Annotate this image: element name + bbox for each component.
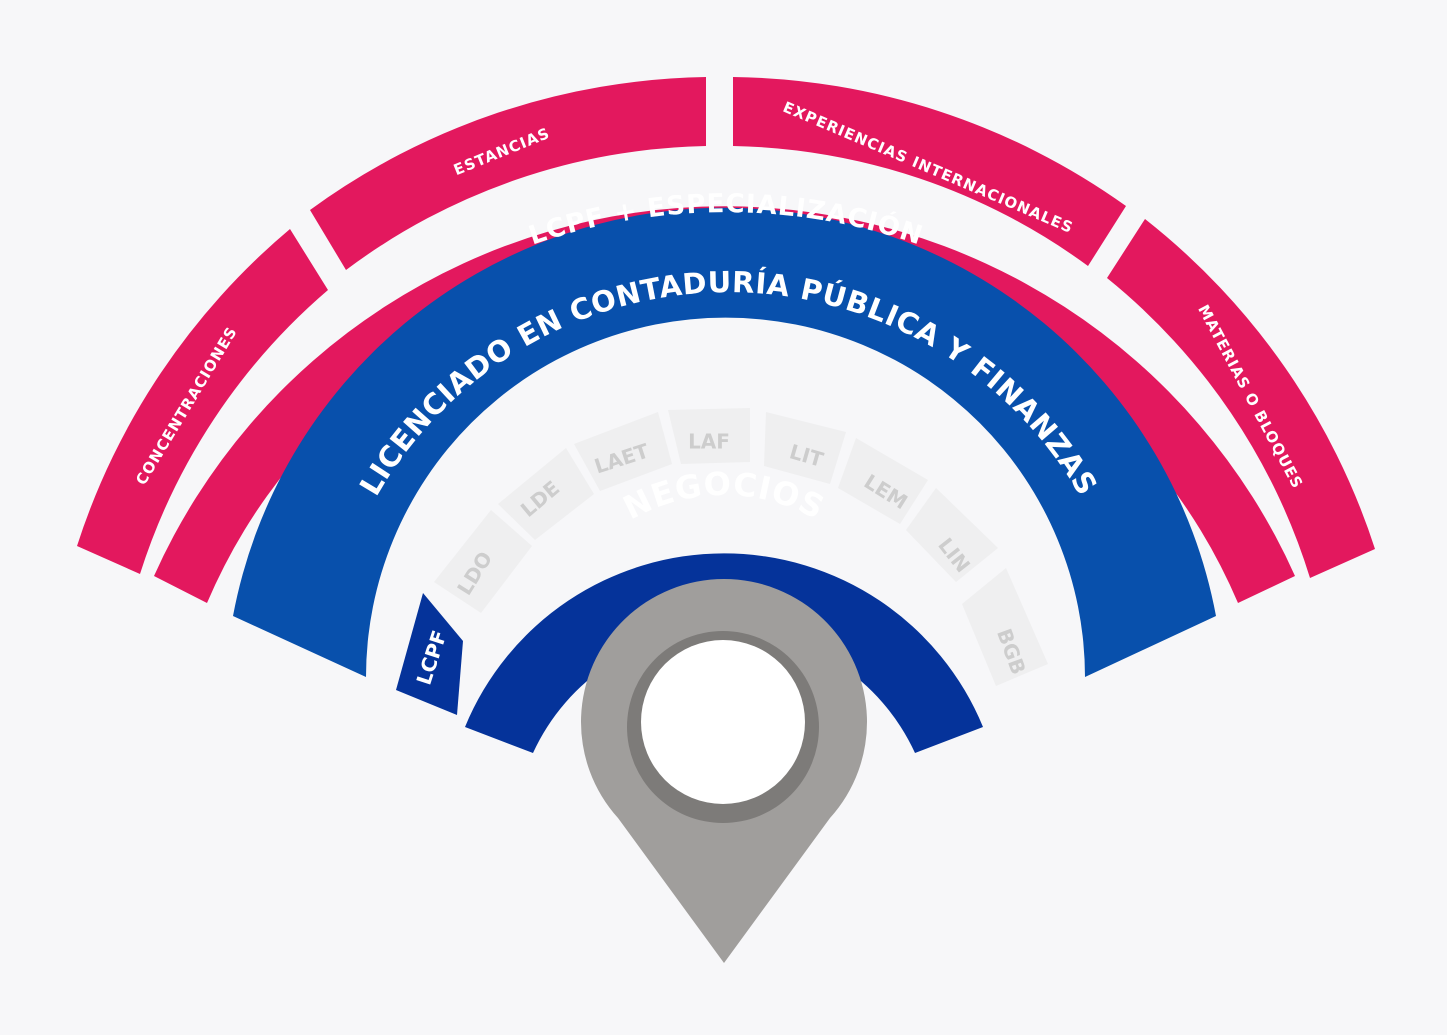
outer-segment-experiencias[interactable] — [733, 77, 1126, 266]
program-tile[interactable] — [574, 412, 672, 491]
outer-segment-concentraciones[interactable] — [77, 229, 328, 574]
program-tile[interactable] — [906, 488, 998, 582]
program-tile-active[interactable] — [396, 593, 463, 715]
degree-ring[interactable] — [233, 207, 1216, 677]
school-ring[interactable] — [465, 553, 983, 753]
program-tile[interactable] — [838, 438, 928, 524]
program-label: LAF — [688, 430, 730, 454]
program-tiles — [434, 408, 1048, 686]
program-tile[interactable] — [668, 408, 750, 464]
outer-segment-estancias[interactable] — [310, 77, 706, 270]
program-tile[interactable] — [764, 412, 846, 484]
program-tile[interactable] — [498, 448, 594, 540]
program-tile[interactable] — [962, 568, 1048, 686]
outer-segment-materias[interactable] — [1107, 219, 1375, 578]
program-tile[interactable] — [434, 510, 532, 613]
map-pin-icon — [580, 579, 867, 963]
